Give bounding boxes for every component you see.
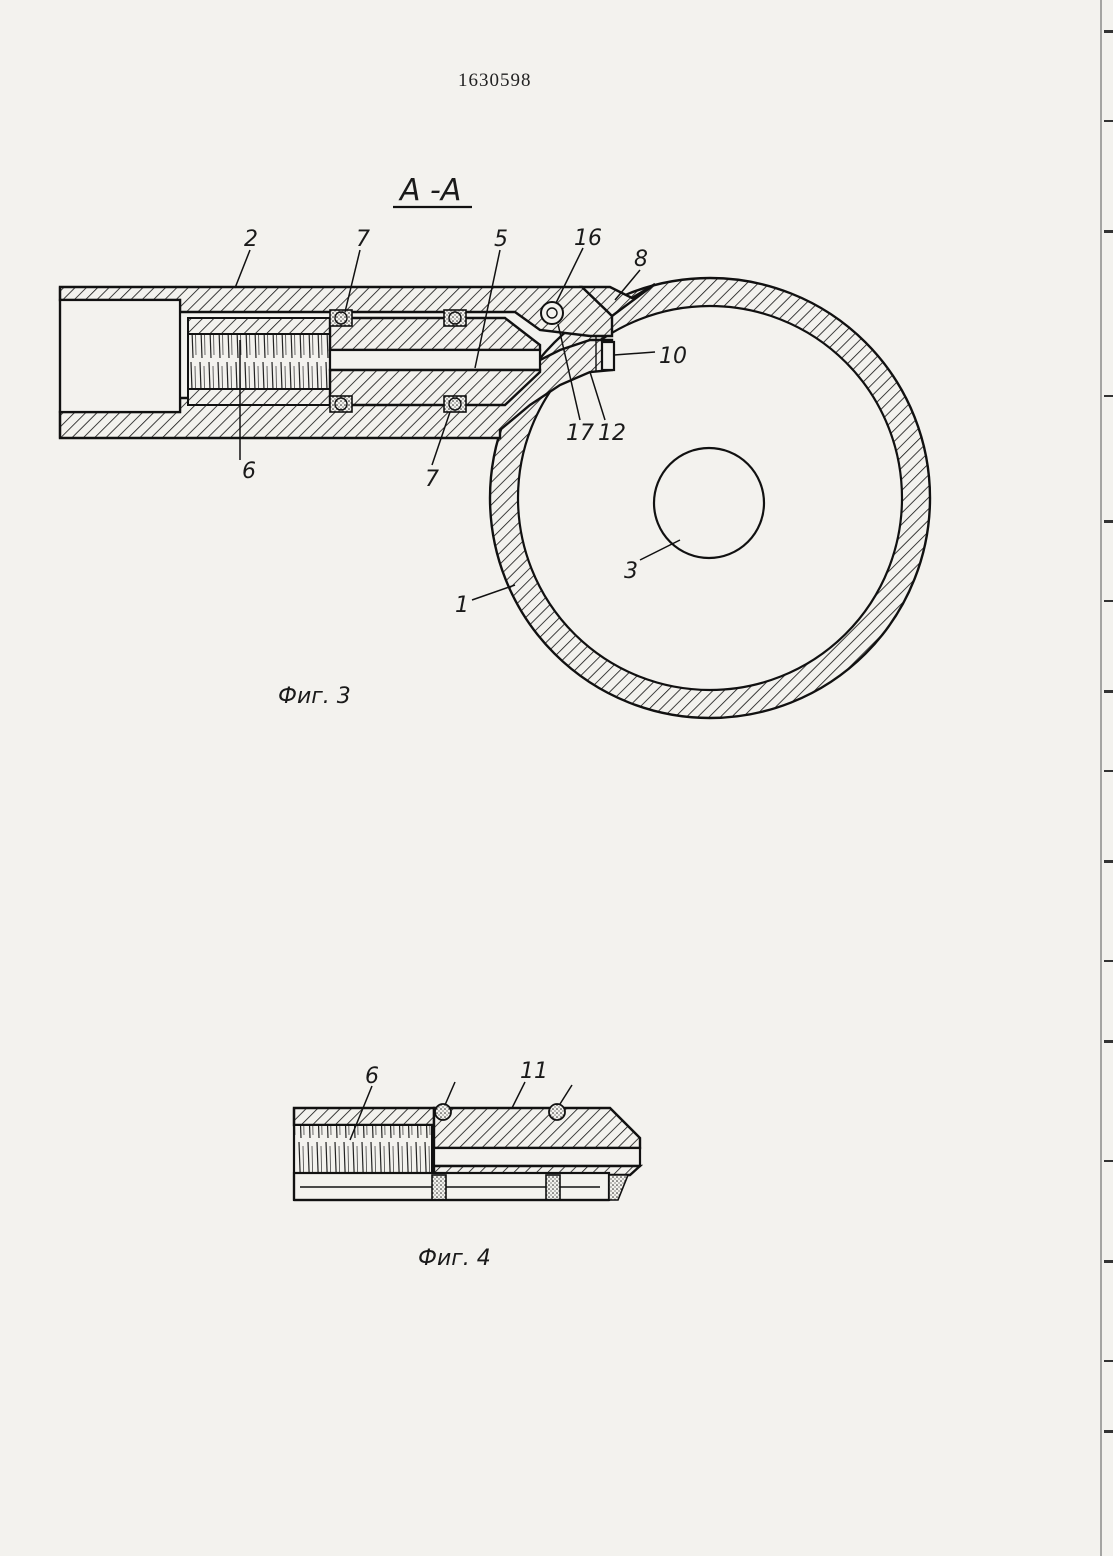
label-6: 6 (242, 459, 256, 484)
label-8: 8 (634, 247, 648, 272)
label-16: 16 (574, 226, 602, 251)
scan-edge-marks (1101, 0, 1113, 1556)
label-5: 5 (494, 227, 508, 252)
section-label: А -А (398, 173, 461, 208)
label-7-top: 7 (356, 227, 370, 252)
label-7-bottom: 7 (425, 467, 439, 492)
label-17: 17 (566, 421, 594, 446)
fig3-caption: Фиг. 3 (278, 684, 351, 709)
central-hole (654, 448, 764, 558)
label-2: 2 (244, 227, 258, 252)
label-10: 10 (659, 344, 687, 369)
fig4-label-11: 11 (520, 1059, 548, 1084)
insert-body (330, 318, 540, 405)
left-bore (60, 300, 180, 412)
section-heading: А -А (393, 173, 472, 208)
label-3: 3 (624, 559, 638, 584)
figure-3: 2 7 5 16 8 10 17 12 6 7 3 1 Фиг. 3 (60, 226, 930, 718)
fig4-caption: Фиг. 4 (418, 1246, 491, 1271)
label-1: 1 (455, 593, 469, 618)
figure-4: 6 11 Фиг. 4 (294, 1059, 640, 1271)
label-12: 12 (598, 421, 626, 446)
cartridge-6 (188, 318, 330, 405)
fig4-label-6: 6 (365, 1064, 379, 1089)
